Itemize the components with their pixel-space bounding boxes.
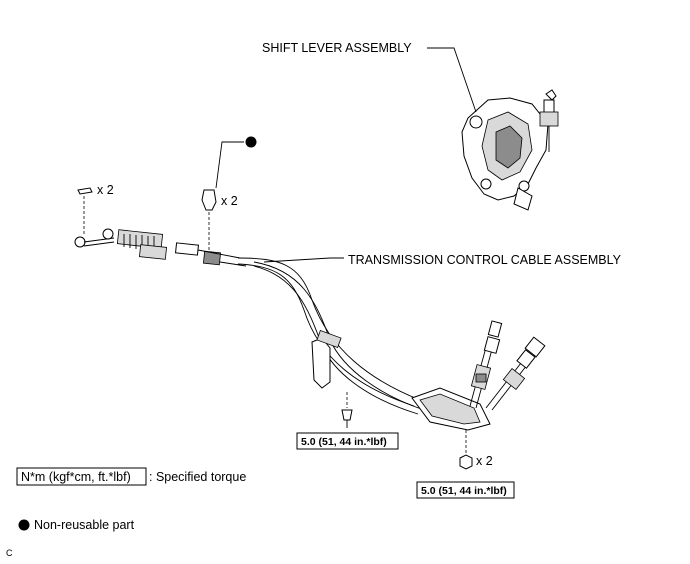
cable-bracket [311,330,342,389]
cable-end-right [469,320,546,411]
nut-torque-box [416,481,515,499]
cable-mounting-plate [411,387,491,431]
nonreusable-mark-icon [245,136,257,148]
cable-end-left [74,228,247,267]
shift-lever-label: SHIFT LEVER ASSEMBLY [262,41,412,55]
bolt-torque-box [296,432,399,450]
legend-torque-unit: N*m (kgf*cm, ft.*lbf) [21,470,131,484]
clip-center-quantity: x 2 [221,194,238,208]
legend-nonreusable-label: Non-reusable part [34,518,135,532]
nut-torque-value: 5.0 (51, 44 in.*lbf) [421,485,507,497]
figure-code: C [6,548,13,558]
shift-lever-assembly [461,89,559,211]
legend-nonreusable-icon [18,519,30,531]
legend-torque-box [16,467,147,486]
nut-quantity: x 2 [476,454,493,468]
retaining-clip-center-icon [201,189,217,211]
shift-lever-leader [427,47,477,113]
clip-left-quantity: x 2 [97,183,114,197]
bolt-icon [341,409,353,421]
control-cable-leader [263,257,344,263]
bolt-torque-value: 5.0 (51, 44 in.*lbf) [301,436,387,448]
legend-torque-desc: : Specified torque [149,470,246,484]
control-cable-label: TRANSMISSION CONTROL CABLE ASSEMBLY [348,253,622,267]
nonreusable-leader [215,141,244,189]
nut-icon [459,454,473,470]
washer-clip-left-icon [77,187,93,195]
